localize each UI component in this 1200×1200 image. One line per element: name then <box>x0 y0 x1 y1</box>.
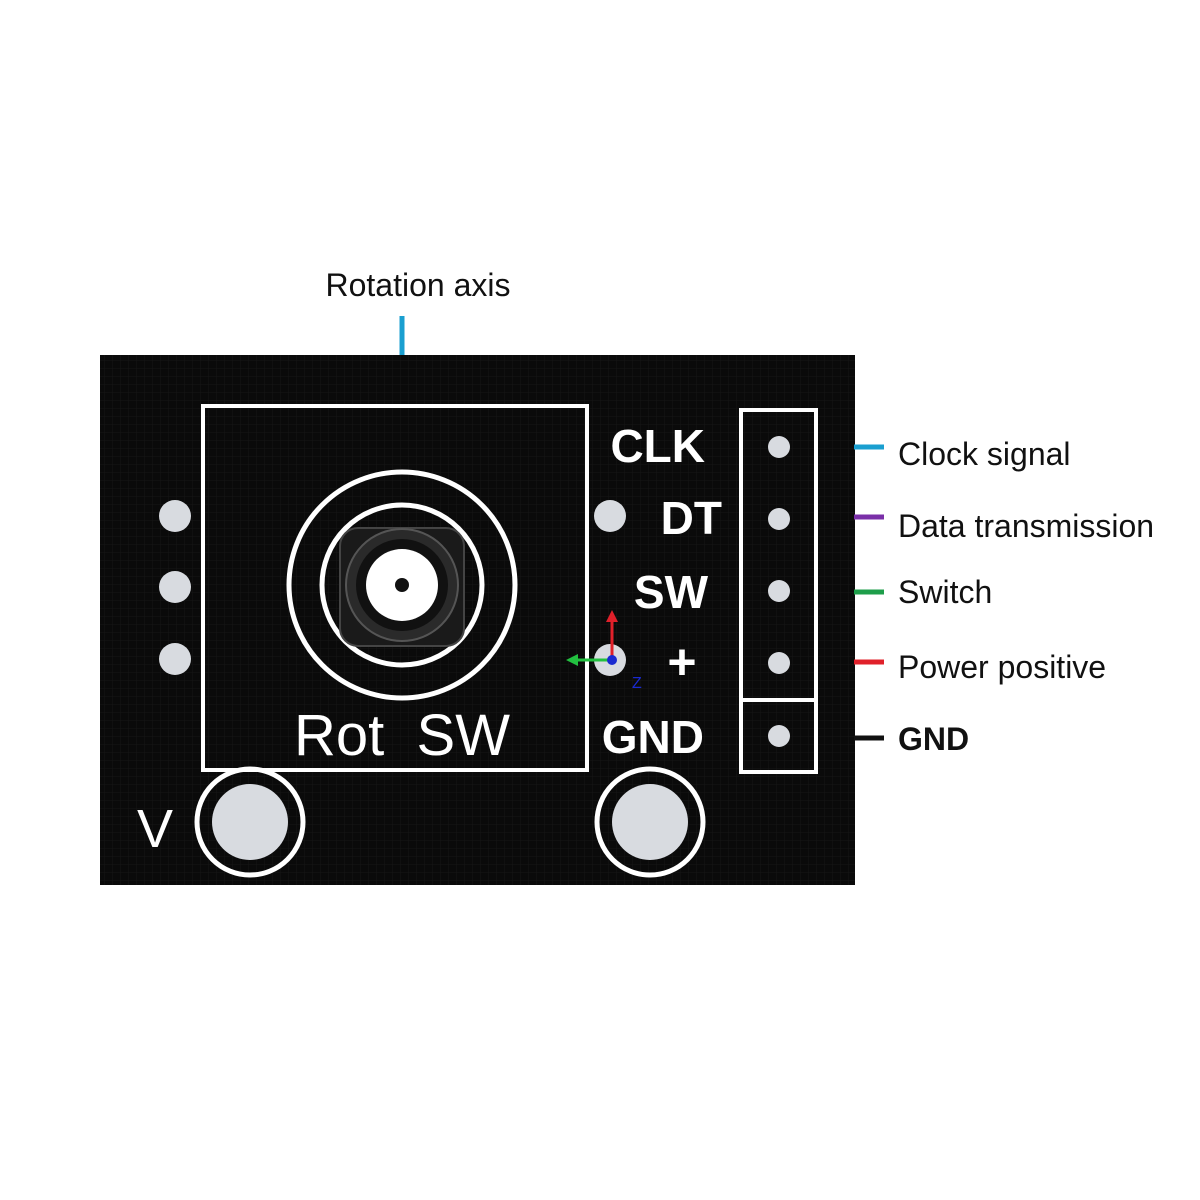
encoder-shaft <box>339 527 465 647</box>
callout-switch: Switch <box>898 574 992 610</box>
left-pad-1 <box>159 500 191 532</box>
callout-data-transmission: Data transmission <box>898 508 1154 544</box>
silk-v: V <box>137 799 173 859</box>
encoder-outer-ring <box>286 469 518 701</box>
header-pin-clk <box>768 436 790 458</box>
axis-glyph: Z <box>632 675 642 692</box>
callout-clock-signal: Clock signal <box>898 436 1071 472</box>
mounting-hole-right <box>594 766 706 878</box>
silk-gnd: GND <box>602 711 704 763</box>
rotation-axis-label: Rotation axis <box>326 267 511 303</box>
silk-sw: SW <box>634 566 709 618</box>
mounting-hole-left <box>194 766 306 878</box>
header-pin-sw <box>768 580 790 602</box>
left-pad-2 <box>159 571 191 603</box>
silk-dt: DT <box>661 492 722 544</box>
left-pad-3 <box>159 643 191 675</box>
header-pin-dt <box>768 508 790 530</box>
mid-pad-1 <box>594 500 626 532</box>
header-pin-gnd <box>768 725 790 747</box>
silk-plus: + <box>667 634 696 690</box>
encoder-inner-ring <box>319 502 485 668</box>
callout-gnd: GND <box>898 721 969 757</box>
header-pin-plus <box>768 652 790 674</box>
callout-power-positive: Power positive <box>898 649 1106 685</box>
silk-rot-sw: Rot SW <box>294 703 510 768</box>
header-outline <box>739 408 818 774</box>
axis-gizmo: Z <box>566 610 642 692</box>
silk-clk: CLK <box>610 420 705 472</box>
encoder-outline <box>201 404 589 772</box>
